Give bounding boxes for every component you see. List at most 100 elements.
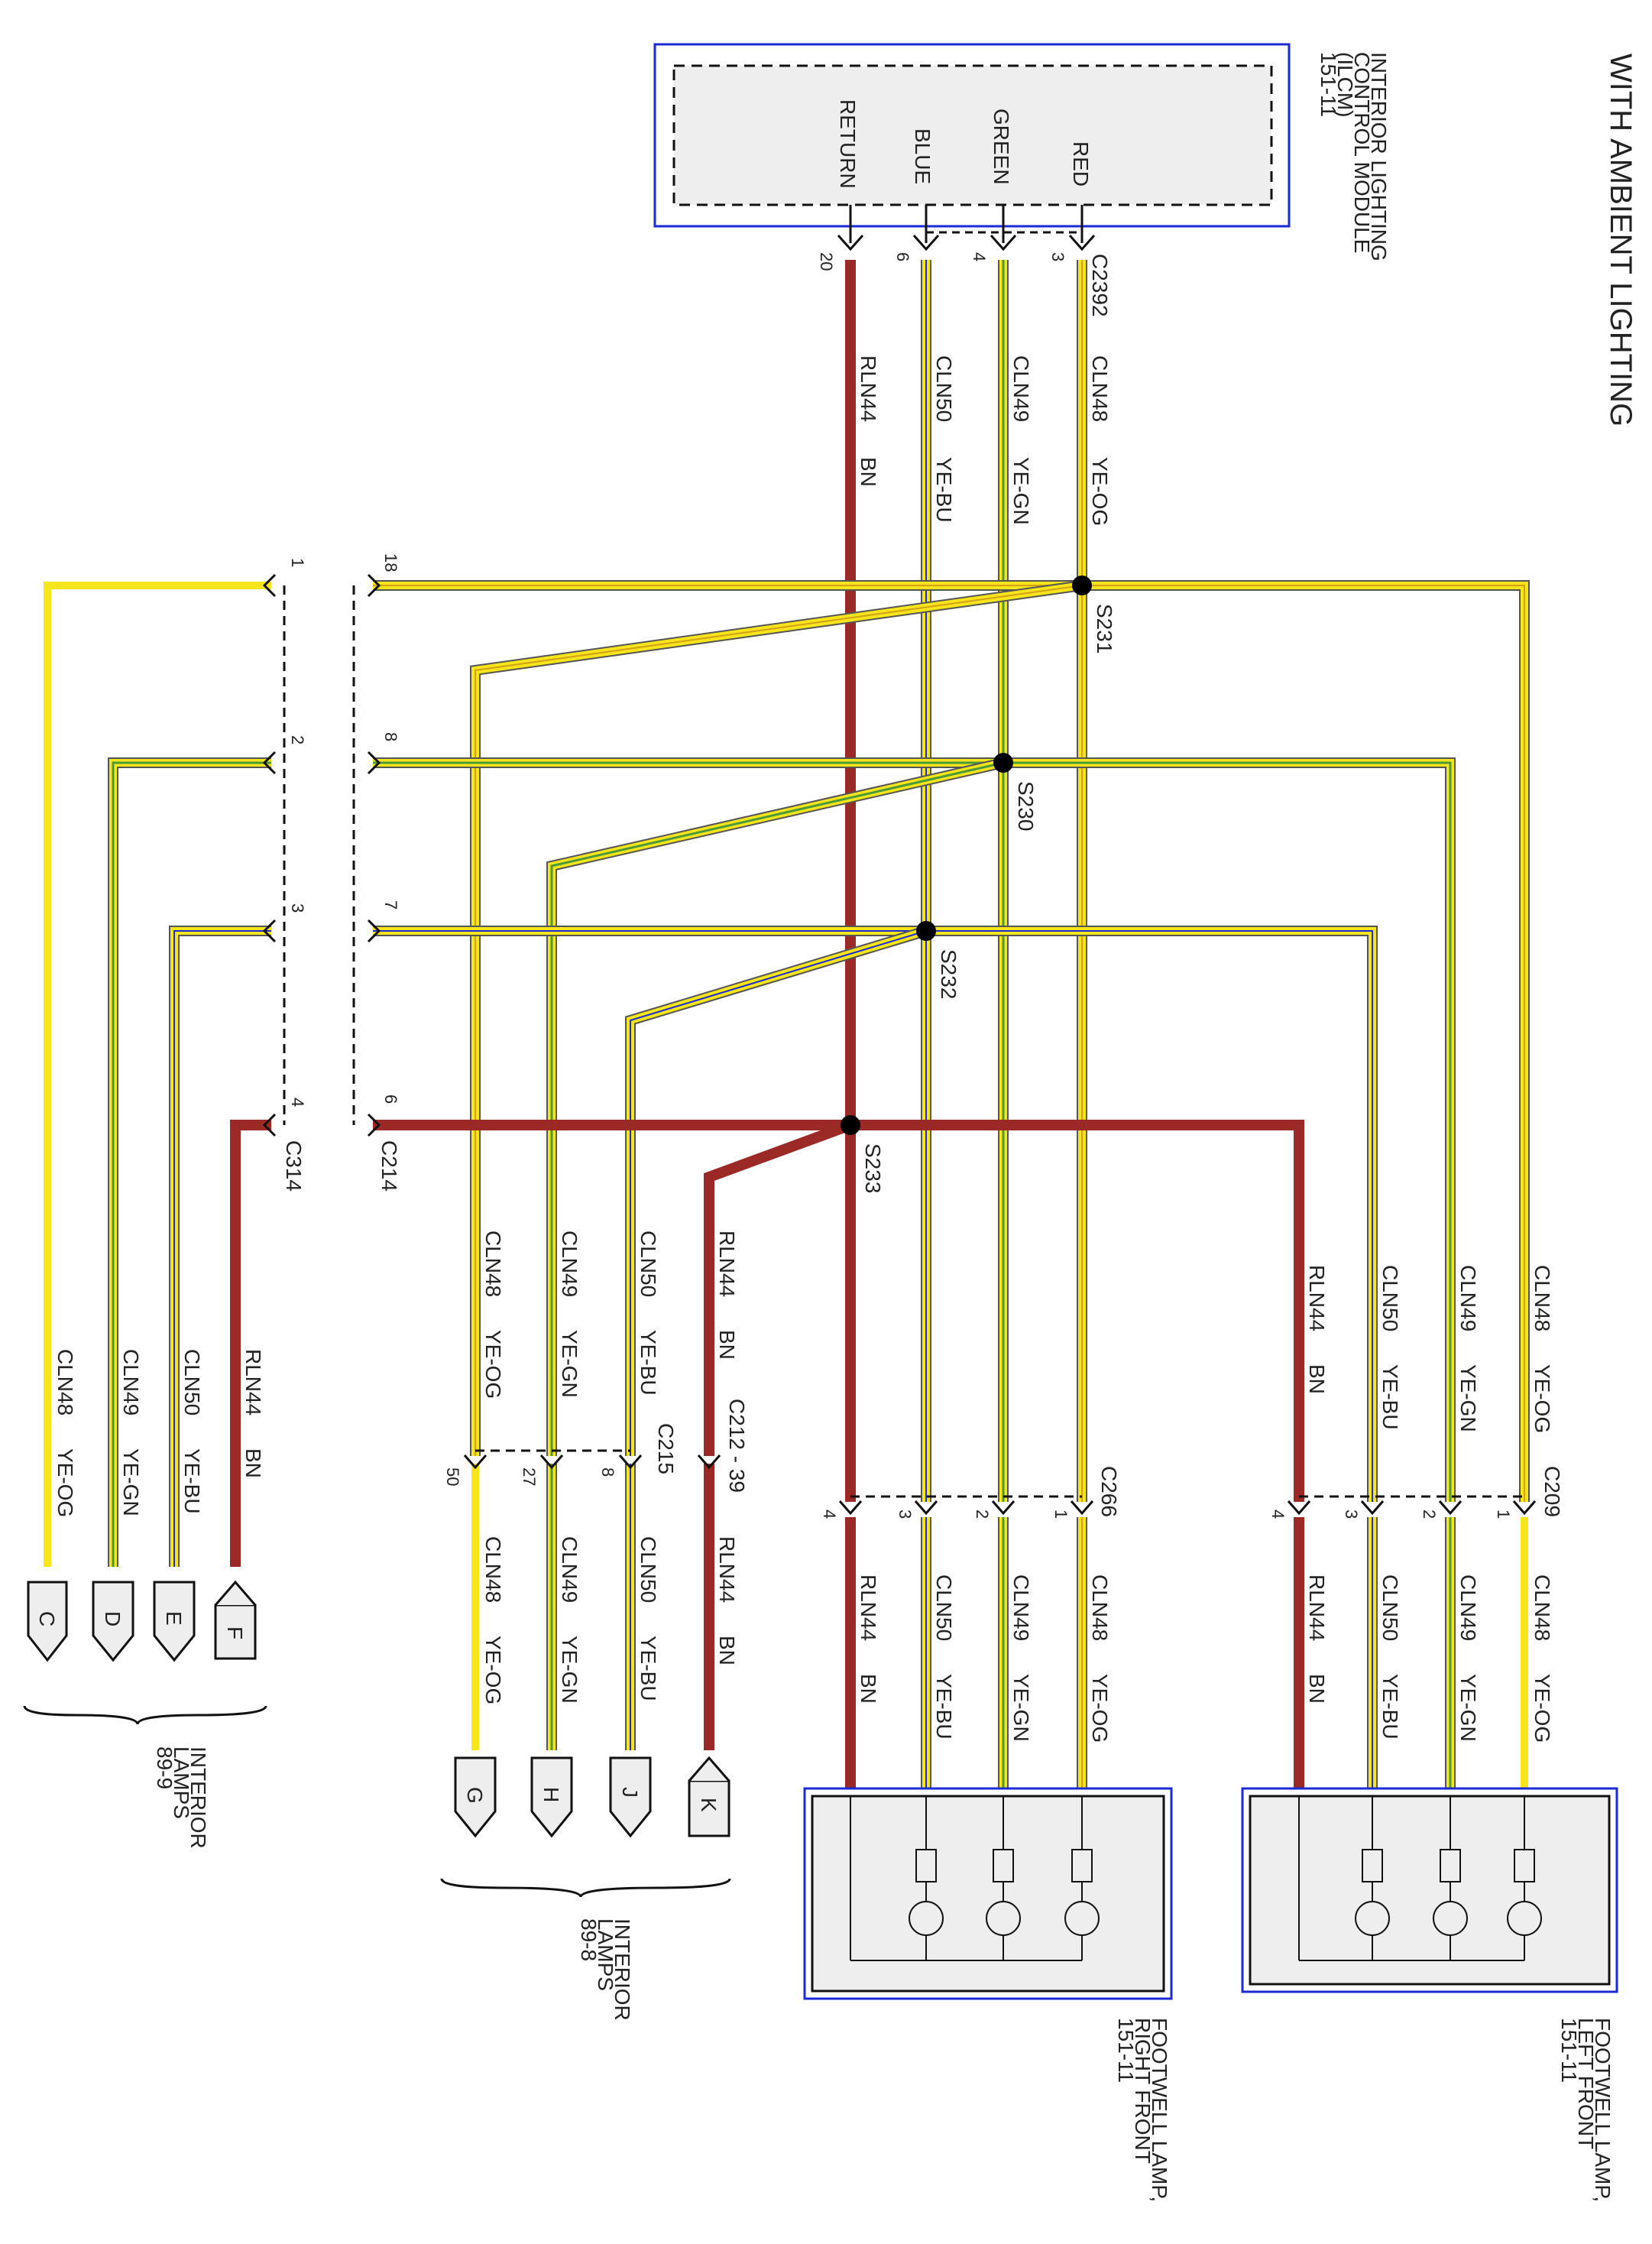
lbl-yegn-left: YE-GN [119,1448,143,1516]
c215-pin-8: 8 [598,1467,617,1477]
circuit-labels-c209-upper: CLN48 YE-OG CLN49 YE-GN CLN50 YE-BU RLN4… [1305,1265,1554,1433]
interior-lamps-b-ref-1: INTERIOR [611,1918,634,2021]
lbl-bn-c266l: BN [857,1674,880,1704]
wire-cln48-bus [373,580,1530,1502]
wire-drops-footwell [845,1517,1528,1796]
inline-connector-c214-c314 [262,573,381,1137]
footwell-left-name-3: 151-11 [1557,2018,1581,2083]
interior-lamps-b-ref-3: 89-8 [577,1918,601,1961]
lbl-cln50-c209l: CLN50 [1378,1574,1402,1641]
wire-cln49-branch-c215 [546,757,1005,1456]
circuit-labels-ilcm: CLN48 YE-OG CLN49 YE-GN CLN50 YE-BU RLN4… [857,355,1112,526]
lbl-yeog-c209l: YE-OG [1531,1674,1554,1743]
c266-pin-4: 4 [820,1510,839,1519]
circuit-labels-left: CLN48 YE-OG CLN49 YE-GN CLN50 YE-BU RLN4… [53,1349,265,1517]
footwell-left-housing [1249,1795,1611,1986]
c314-pin-4: 4 [288,1098,307,1107]
lbl-bn-c209u: BN [1305,1364,1329,1394]
ilcm-housing [672,64,1273,206]
lbl-cln48-ilcm: CLN48 [1088,355,1112,422]
wire-cln50-to-e [169,926,271,1567]
ilcm-pin-blue-label: BLUE [911,128,935,184]
c209-pin-2: 2 [1420,1510,1439,1519]
connector-c266 [838,1495,1094,1516]
lbl-bn-c212u: BN [715,1330,739,1360]
c209-label: C209 [1540,1466,1564,1517]
c314-pin-2: 2 [288,735,307,744]
circuit-labels-c266-lower: CLN48 YE-OG CLN49 YE-GN CLN50 YE-BU RLN4… [857,1574,1112,1743]
lbl-cln50-ilcm: CLN50 [932,355,956,422]
ilcm-name-1: INTERIOR LIGHTING [1367,52,1391,261]
interior-lamps-a-ref-3: 89-9 [153,1746,177,1789]
lbl-cln50-left: CLN50 [180,1349,204,1415]
lbl-cln49-left: CLN49 [119,1349,143,1415]
c314-pin-1: 1 [288,558,307,567]
ilcm-pin-green-label: GREEN [990,109,1013,185]
tag-d: D [101,1611,125,1626]
lbl-rln44-c266l: RLN44 [857,1574,880,1641]
lbl-rln44-c212l: RLN44 [715,1536,739,1603]
footwell-right-lamp: FOOTWELL LAMP, RIGHT FRONT 151-11 [803,1787,1173,2202]
interior-lamps-a-brace [23,1705,267,1725]
connector-c215 [463,1449,721,1470]
lbl-yebu-c215l: YE-BU [637,1636,660,1701]
circuit-labels-c209-lower: CLN48 YE-OG CLN49 YE-GN CLN50 YE-BU RLN4… [1305,1574,1554,1743]
wire-cln48-to-c [44,582,271,1567]
lbl-cln50-c215u: CLN50 [637,1231,660,1297]
lbl-cln48-c215l: CLN48 [481,1536,505,1603]
lbl-rln44-c209u: RLN44 [1305,1265,1329,1331]
c266-pin-1: 1 [1051,1510,1071,1519]
splice-s231-label: S231 [1093,604,1116,653]
splice-s232-label: S232 [937,949,960,999]
tag-f: F [223,1626,247,1639]
c2392-pin-6: 6 [893,252,912,261]
interior-lamps-b-brace [440,1878,731,1898]
footwell-right-name-2: RIGHT FRONT [1131,2018,1155,2164]
circuit-labels-c215-upper: CLN48 YE-OG CLN49 YE-GN CLN50 YE-BU RLN4… [481,1231,739,1399]
tag-j: J [618,1787,642,1798]
lbl-yeog-c209u: YE-OG [1531,1364,1554,1433]
lbl-rln44-c209l: RLN44 [1305,1574,1329,1641]
lbl-cln49-c215u: CLN49 [558,1231,581,1297]
lbl-rln44-c212u: RLN44 [715,1231,739,1297]
wire-cln49-bus [373,757,1456,1502]
lbl-cln49-c209u: CLN49 [1456,1265,1480,1331]
c215-label: C215 [654,1423,678,1474]
splice-s233-label: S233 [861,1143,885,1193]
splice-s232 [916,921,936,941]
c209-pin-1: 1 [1494,1510,1513,1519]
lbl-yebu-c266l: YE-BU [932,1674,956,1740]
interior-lamps-b-tags [454,1756,730,1838]
splice-s230 [993,753,1013,773]
lbl-yeog-left: YE-OG [53,1448,77,1517]
wire-cln50-branch-c215 [625,926,928,1456]
footwell-right-housing [811,1795,1165,1993]
lbl-yebu-c209l: YE-BU [1378,1674,1402,1740]
c209-pin-4: 4 [1268,1510,1288,1519]
interior-lamps-b-ref-2: LAMPS [594,1918,617,1991]
lbl-yegn-c215u: YE-GN [558,1330,581,1398]
lbl-cln48-c215u: CLN48 [481,1231,505,1297]
lbl-yebu-left: YE-BU [180,1448,204,1514]
diagram-title: WITH AMBIENT LIGHTING [1604,54,1637,426]
ilcm-module: INTERIOR LIGHTING CONTROL MODULE (ILCM) … [653,43,1391,261]
lbl-yeog-c215u: YE-OG [481,1330,505,1399]
lbl-yebu-c215u: YE-BU [637,1330,660,1396]
lbl-yeog-c266l: YE-OG [1088,1674,1112,1743]
tag-e: E [162,1611,186,1626]
lbl-cln48-c209u: CLN48 [1531,1265,1554,1331]
footwell-left-name-2: LEFT FRONT [1574,2018,1598,2149]
connector-c209 [1287,1495,1537,1516]
ilcm-pin-red-label: RED [1069,141,1093,186]
c2392-pin-4: 4 [970,252,989,261]
ilcm-name-2: CONTROL MODULE [1350,52,1374,253]
lbl-yegn-c215l: YE-GN [558,1636,581,1704]
lbl-cln48-c209l: CLN48 [1531,1574,1554,1641]
c214-label: C214 [377,1140,401,1192]
c266-pin-2: 2 [973,1510,992,1519]
ilcm-pin-stubs [837,205,1096,251]
interior-lamps-a-ref-2: LAMPS [170,1746,193,1819]
wire-drops-c215 [471,1464,714,1750]
c214-pin-6: 6 [381,1094,400,1104]
lbl-rln44-ilcm: RLN44 [857,355,880,422]
